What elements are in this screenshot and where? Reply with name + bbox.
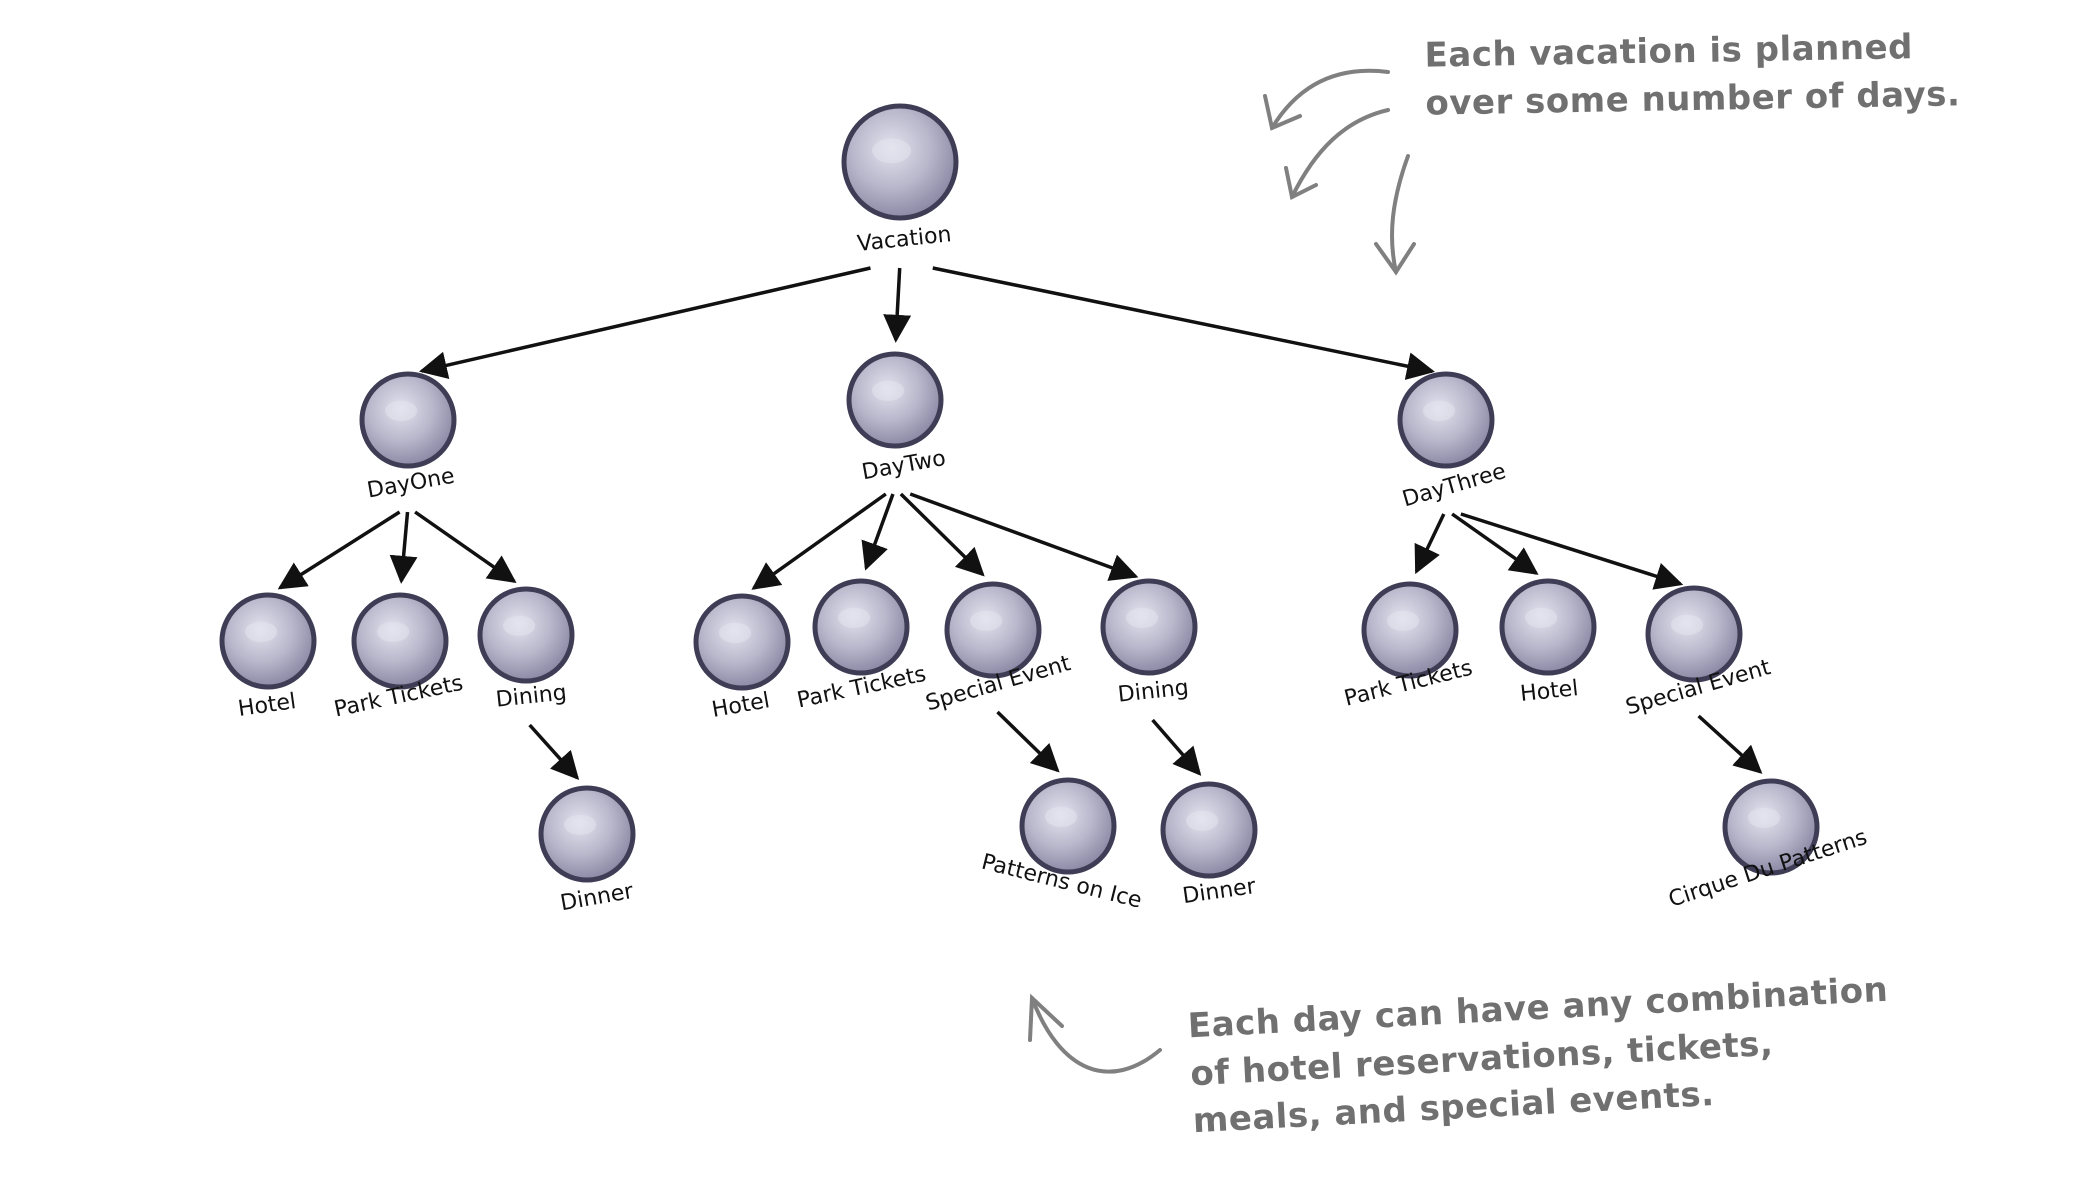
node-highlight xyxy=(1045,806,1078,827)
node-highlight xyxy=(564,814,597,835)
bottom-note-arrow xyxy=(1028,993,1162,1074)
edge-day-one-to-d1-hotel xyxy=(277,510,401,590)
node-day-two: DayTwo xyxy=(846,351,948,485)
node-d3-park-tickets: Park Tickets xyxy=(1342,581,1475,712)
edge-day-one-to-d1-dining xyxy=(414,510,517,583)
node-sphere xyxy=(1019,777,1117,875)
node-d3-cirque-du-patterns: Cirque Du Patterns xyxy=(1666,778,1870,913)
node-label: DayTwo xyxy=(860,446,948,485)
node-highlight xyxy=(872,138,912,164)
node-d3-hotel: Hotel xyxy=(1499,578,1597,707)
top-annotation: Each vacation is planned over some numbe… xyxy=(1424,23,1961,128)
edge-vacation-to-day-one xyxy=(418,266,871,380)
node-highlight xyxy=(1525,607,1558,628)
node-label: Dining xyxy=(1117,675,1190,707)
edges-layer xyxy=(277,266,1763,781)
node-d2-special-event: Special Event xyxy=(923,581,1074,716)
edge-day-two-to-d2-special-event xyxy=(899,492,985,577)
node-d2-hotel: Hotel xyxy=(693,593,791,723)
node-day-three: DayThree xyxy=(1397,371,1509,512)
node-sphere xyxy=(477,586,575,684)
top-note-arrow-2 xyxy=(1290,108,1390,199)
node-sphere xyxy=(1499,578,1597,676)
node-d1-park-tickets: Park Tickets xyxy=(332,592,465,722)
edge-vacation-to-day-three xyxy=(932,266,1435,380)
edge-day-two-to-d2-park-tickets xyxy=(861,493,895,571)
node-highlight xyxy=(245,621,278,642)
edge-day-three-to-d3-hotel xyxy=(1451,512,1539,575)
node-sphere xyxy=(693,593,791,691)
node-highlight xyxy=(1126,607,1159,628)
top-annotation-line-2: over some number of days. xyxy=(1425,73,1961,124)
node-highlight xyxy=(719,622,752,643)
node-highlight xyxy=(1671,614,1704,635)
edge-day-three-to-d3-special-event xyxy=(1460,512,1684,590)
node-d2-dinner: Dinner xyxy=(1160,781,1258,909)
node-highlight xyxy=(377,621,410,642)
edge-day-two-to-d2-hotel xyxy=(751,492,887,590)
node-d1-hotel: Hotel xyxy=(219,592,317,722)
edge-day-one-to-d1-park-tickets xyxy=(389,511,418,584)
node-sphere xyxy=(538,785,636,883)
node-highlight xyxy=(502,615,536,636)
node-d1-dinner: Dinner xyxy=(538,785,636,917)
node-sphere xyxy=(219,592,317,690)
node-sphere xyxy=(1722,778,1820,876)
node-highlight xyxy=(1423,400,1456,421)
node-label: Hotel xyxy=(1519,676,1580,707)
node-sphere xyxy=(359,371,457,469)
bottom-note-arrow-curve xyxy=(1030,996,1162,1074)
edge-day-two-to-d2-dining xyxy=(909,492,1139,581)
node-highlight xyxy=(385,400,418,421)
node-d2-dining: Dining xyxy=(1100,578,1198,708)
node-highlight xyxy=(1748,807,1781,828)
node-label: Dining xyxy=(495,680,568,712)
node-sphere xyxy=(812,578,910,676)
edge-day-three-to-d3-park-tickets xyxy=(1414,513,1446,575)
node-label: Dinner xyxy=(1181,874,1258,909)
node-label: Hotel xyxy=(710,688,772,723)
top-note-arrow-1 xyxy=(1270,68,1390,130)
top-note-arrow-1-head xyxy=(1263,94,1302,131)
node-highlight xyxy=(970,610,1003,631)
edge-d3-special-event-to-d3-cirque-du-patterns xyxy=(1697,714,1763,774)
node-sphere xyxy=(1160,781,1258,879)
node-vacation: Vacation xyxy=(841,103,959,257)
node-sphere xyxy=(1645,585,1743,683)
node-day-one: DayOne xyxy=(359,371,457,504)
node-highlight xyxy=(872,380,905,401)
node-label: Dinner xyxy=(558,879,636,917)
top-note-arrow-2-head xyxy=(1284,166,1318,200)
bottom-note-arrow-head xyxy=(1028,993,1064,1042)
node-highlight xyxy=(1186,810,1219,831)
edge-d2-special-event-to-d2-patterns-on-ice xyxy=(996,710,1060,773)
node-sphere xyxy=(944,581,1042,679)
edge-d1-dining-to-d1-dinner xyxy=(528,723,580,781)
node-highlight xyxy=(1387,610,1420,631)
node-highlight xyxy=(838,607,871,628)
top-note-arrows xyxy=(1263,68,1416,276)
node-label: Vacation xyxy=(856,222,953,257)
node-d1-dining: Dining xyxy=(477,586,575,713)
edge-d2-dining-to-d2-dinner xyxy=(1151,718,1202,776)
node-sphere xyxy=(1100,578,1198,676)
node-sphere xyxy=(1361,581,1459,679)
node-sphere xyxy=(846,351,944,449)
node-label: DayOne xyxy=(365,464,456,504)
node-label: Hotel xyxy=(236,689,297,722)
node-sphere xyxy=(351,592,449,690)
node-sphere xyxy=(1397,371,1495,469)
node-d2-patterns-on-ice: Patterns on Ice xyxy=(979,777,1144,914)
node-d2-park-tickets: Park Tickets xyxy=(795,578,928,713)
node-sphere xyxy=(841,103,959,221)
top-note-arrow-3-head xyxy=(1374,242,1416,276)
top-note-arrow-3 xyxy=(1390,154,1410,274)
edge-vacation-to-day-two xyxy=(883,267,912,343)
node-d3-special-event: Special Event xyxy=(1623,585,1774,720)
